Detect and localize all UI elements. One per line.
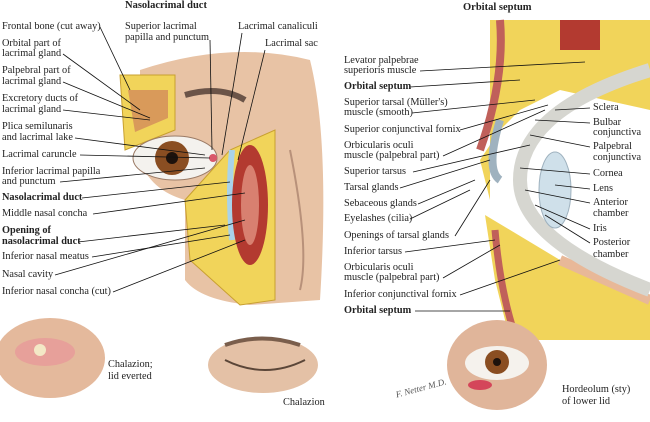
caption-chalazion-everted: Chalazion; <box>108 359 153 370</box>
nasolacrimal-title: Nasolacrimal duct <box>125 0 207 11</box>
label: Inferior lacrimal papilla <box>2 166 101 177</box>
label: Sclera <box>593 102 619 113</box>
caption-hordeolum: of lower lid <box>562 396 611 407</box>
label: papilla and punctum <box>125 32 210 43</box>
label: superioris muscle <box>344 65 417 76</box>
label: Excretory ducts of <box>2 93 79 104</box>
label: Lacrimal caruncle <box>2 149 77 160</box>
label: Nasolacrimal duct <box>2 192 83 203</box>
label: Bulbar <box>593 117 622 128</box>
label: Palpebral part of <box>2 65 71 76</box>
label: Orbital part of <box>2 38 61 49</box>
label: and punctum <box>2 176 56 187</box>
orbital-septum-title: Orbital septum <box>463 2 532 13</box>
label: Inferior nasal concha (cut) <box>2 286 111 297</box>
label: and lacrimal lake <box>2 132 73 143</box>
label: Tarsal glands <box>344 182 399 193</box>
label: Inferior nasal meatus <box>2 251 89 262</box>
label: Openings of tarsal glands <box>344 230 449 241</box>
label: Sebaceous glands <box>344 198 417 209</box>
label: Orbital septum <box>344 81 412 92</box>
label: Orbital septum <box>344 305 412 316</box>
label: chamber <box>593 249 629 260</box>
label: Lens <box>593 183 614 194</box>
caption-chalazion: Chalazion <box>283 397 325 408</box>
label: Lacrimal sac <box>265 38 318 49</box>
label: Orbicularis oculi <box>344 140 414 151</box>
label: Eyelashes (cilia) <box>344 213 413 224</box>
label: muscle (palpebral part) <box>344 272 440 283</box>
label: nasolacrimal duct <box>2 236 81 247</box>
label: Iris <box>593 223 607 234</box>
label: Frontal bone (cut away) <box>2 21 101 32</box>
orbital-section-illustration <box>476 19 650 340</box>
bottom-illustrations <box>0 318 547 410</box>
label: Palpebral <box>593 141 632 152</box>
label: lacrimal gland <box>2 48 62 59</box>
label: muscle (smooth) <box>344 107 413 118</box>
face-illustration <box>119 52 324 306</box>
label: Inferior conjunctival fornix <box>344 289 457 300</box>
label: lacrimal gland <box>2 76 62 87</box>
label: Cornea <box>593 168 623 179</box>
label: Lacrimal canaliculi <box>238 21 318 32</box>
label: Levator palpebrae <box>344 55 419 66</box>
label: Orbicularis oculi <box>344 262 414 273</box>
label: Superior tarsal (Müller's) <box>344 97 448 108</box>
caption-hordeolum: Hordeolum (sty) <box>562 384 631 395</box>
label: Opening of <box>2 225 51 236</box>
label: muscle (palpebral part) <box>344 150 440 161</box>
label: Posterior <box>593 237 631 248</box>
caption-chalazion-everted: lid everted <box>108 371 152 382</box>
label: conjunctiva <box>593 127 642 138</box>
label: Inferior tarsus <box>344 246 403 257</box>
label: Superior tarsus <box>344 166 407 177</box>
label: Anterior <box>593 197 628 208</box>
label: conjunctiva <box>593 152 642 163</box>
label: lacrimal gland <box>2 104 62 115</box>
label: Plica semilunaris <box>2 121 73 132</box>
label: Superior lacrimal <box>125 21 197 32</box>
label: Superior conjunctival fornix <box>344 124 461 135</box>
label: Nasal cavity <box>2 269 54 280</box>
label: chamber <box>593 208 629 219</box>
leader-lines <box>54 26 591 312</box>
label: Middle nasal concha <box>2 208 88 219</box>
